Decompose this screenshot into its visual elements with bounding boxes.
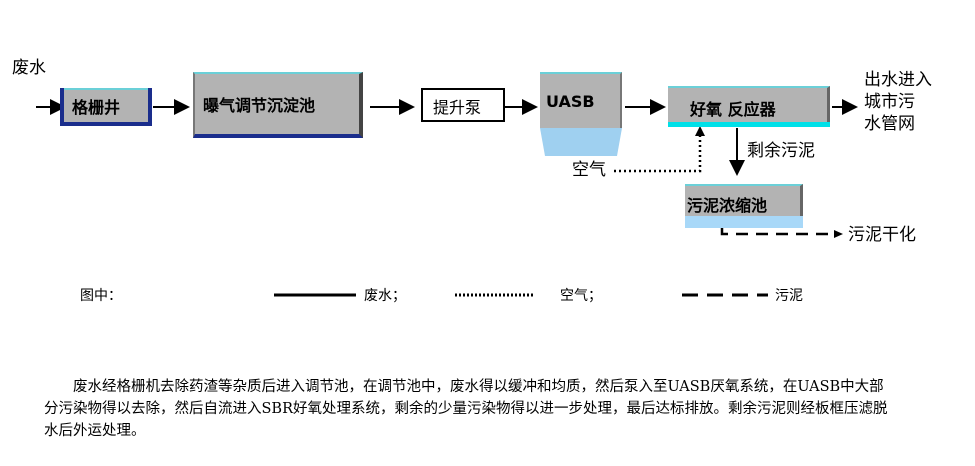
node-aeration: 曝气调节沉淀池 (193, 72, 363, 138)
dry-label: 污泥干化 (848, 225, 916, 245)
description-paragraph: 废水经格栅机去除药渣等杂质后进入调节池，在调节池中，废水得以缓冲和均质，然后泵入… (44, 379, 888, 439)
sludge-label: 剩余污泥 (747, 141, 815, 161)
legend-wastewater: 废水； (364, 288, 406, 304)
air-label: 空气 (572, 160, 606, 180)
node-thickener-label: 污泥浓缩池 (687, 196, 768, 215)
thickener-water (685, 216, 803, 228)
legend-sludge: 污泥 (775, 288, 803, 304)
sludge-dashed-line (720, 228, 834, 236)
air-dotted-line (614, 132, 702, 173)
legend-title: 图中： (80, 288, 122, 304)
node-grille-label: 格栅井 (72, 98, 121, 117)
output-label-line-2: 城市污 (864, 92, 915, 112)
node-aerobic: 好氧 反应器 (668, 86, 830, 122)
output-label-line-3: 水管网 (864, 114, 915, 134)
output-label-line-1: 出水进入 (864, 70, 932, 90)
node-grille: 格栅井 (64, 88, 148, 122)
legend-air: 空气； (560, 288, 602, 304)
node-pump: 提升泵 (421, 88, 505, 122)
sludge-dashed-arrowhead (834, 230, 843, 238)
input-label: 废水 (12, 58, 46, 78)
aerobic-water (668, 122, 830, 127)
node-uasb: UASB (540, 72, 622, 128)
uasb-water (540, 128, 622, 156)
node-aerobic-label: 好氧 反应器 (690, 100, 776, 119)
node-pump-label: 提升泵 (433, 98, 482, 117)
air-arrowhead (695, 126, 705, 136)
node-uasb-label: UASB (546, 92, 595, 111)
node-thickener: 污泥浓缩池 (685, 184, 803, 216)
node-aeration-label: 曝气调节沉淀池 (203, 96, 316, 115)
